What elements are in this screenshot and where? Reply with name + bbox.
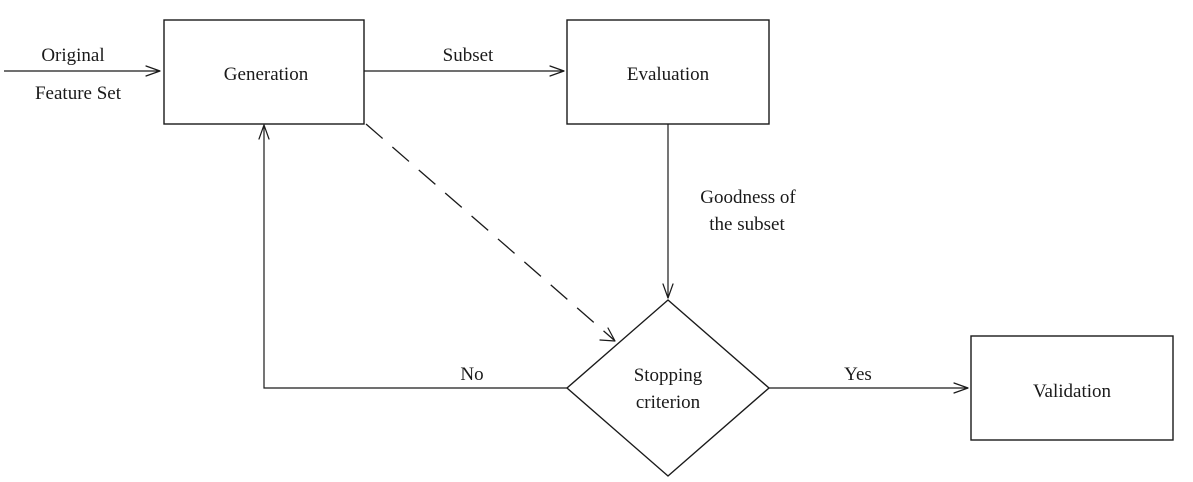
goodness-label-line2: the subset <box>709 214 785 235</box>
evaluation-label: Evaluation <box>627 64 710 85</box>
yes-label: Yes <box>844 364 872 385</box>
goodness-label-line1: Goodness of <box>700 187 796 208</box>
generation-node: Generation <box>163 19 365 125</box>
stopping-criterion-label-line1: Stopping <box>634 365 703 386</box>
dashed-shortcut-arrow <box>365 123 616 342</box>
no-arrow <box>258 124 567 389</box>
validation-node: Validation <box>970 335 1174 441</box>
stopping-criterion-label-line2: criterion <box>636 392 701 413</box>
subset-arrow <box>364 65 565 77</box>
goodness-arrow <box>662 124 674 299</box>
validation-label: Validation <box>1033 381 1112 402</box>
input-label-line2: Feature Set <box>35 83 122 104</box>
no-label: No <box>460 364 483 385</box>
yes-arrow <box>769 382 969 394</box>
evaluation-node: Evaluation <box>566 19 770 125</box>
input-label-line1: Original <box>41 45 104 66</box>
generation-label: Generation <box>224 64 309 85</box>
subset-label: Subset <box>443 45 494 66</box>
stopping-criterion-node: Stopping criterion <box>565 299 771 477</box>
input-arrow <box>4 65 161 77</box>
